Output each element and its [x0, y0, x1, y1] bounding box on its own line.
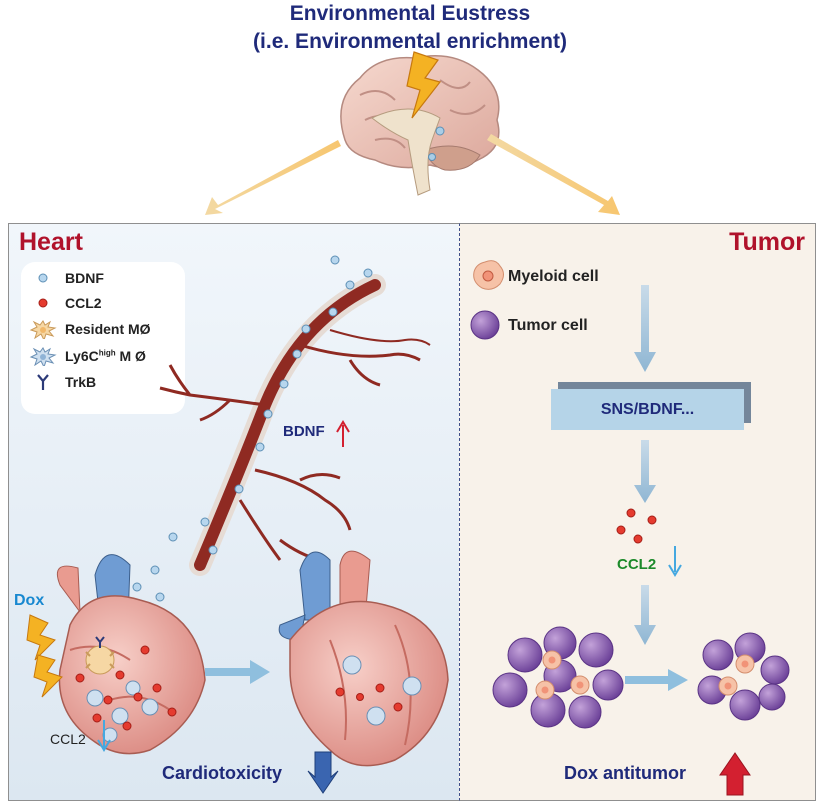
bdnf-particles [100, 255, 373, 618]
tumor-panel-title: Tumor [729, 228, 805, 256]
diagram-title: Environmental Eustress [289, 2, 531, 25]
diagram-subtitle: (i.e. Environmental enrichment) [253, 30, 567, 53]
ly6c-macrophage-icon [29, 347, 57, 366]
bdnf-label: BDNF [283, 423, 325, 440]
legend-item-ccl2: CCL2 [27, 293, 187, 313]
flow-arrow [634, 440, 656, 503]
legend-label: CCL2 [65, 295, 102, 311]
heart-protected [278, 550, 449, 767]
resident-macrophage-icon [29, 320, 57, 339]
cardiotoxicity-down-arrow-icon [307, 751, 339, 794]
ccl2-particles [616, 508, 657, 544]
bdnf-dot-icon [38, 273, 48, 283]
myeloid-cell-icon [473, 260, 504, 290]
legend-label: Ly6Chigh M Ø [65, 348, 146, 364]
arrow-to-tumor [487, 134, 620, 215]
tumor-cluster-small [697, 632, 790, 721]
legend: BDNF CCL2 Resident MØ Ly6Chigh M Ø TrkB [21, 262, 185, 414]
ccl2-tumor-down-arrow-icon [668, 546, 682, 577]
sns-bdnf-pathway-box: SNS/BDNF... [551, 389, 744, 430]
tumor-cell-label: Tumor cell [508, 317, 588, 334]
legend-item-ly6c-macrophage: Ly6Chigh M Ø [27, 346, 187, 366]
trkb-receptor-icon [95, 636, 105, 648]
heart-panel-title: Heart [19, 228, 83, 256]
brain-illustration [205, 51, 620, 215]
legend-item-bdnf: BDNF [27, 268, 187, 288]
heart-dox-treated [56, 554, 206, 755]
legend-item-trkb: TrkB [27, 372, 187, 392]
ccl2-heart-label: CCL2 [50, 731, 86, 747]
heart-transition-arrow [205, 660, 270, 684]
bdnf-up-arrow-icon [336, 420, 350, 447]
legend-item-resident-macrophage: Resident MØ [27, 319, 187, 339]
dox-antitumor-label: Dox antitumor [564, 763, 687, 783]
tumor-cell-icon [470, 310, 500, 340]
ccl2-down-arrow-icon [97, 720, 111, 752]
flow-arrow [634, 585, 656, 645]
cardiotoxicity-label: Cardiotoxicity [162, 763, 283, 783]
legend-label: TrkB [65, 374, 97, 390]
dox-label: Dox [14, 592, 45, 609]
trkb-receptor-icon [37, 374, 49, 390]
ccl2-tumor-label: CCL2 [617, 556, 657, 573]
myeloid-cell-label: Myeloid cell [508, 268, 599, 285]
antitumor-up-arrow-icon [719, 752, 751, 796]
tumor-transition-arrow [625, 669, 688, 691]
legend-label: BDNF [65, 270, 104, 286]
arrow-to-heart [205, 140, 341, 215]
tumor-cluster-large [492, 626, 624, 729]
flow-arrow [634, 285, 656, 372]
dox-lightning-icon [26, 614, 63, 698]
stress-lightning-icon [406, 51, 442, 119]
ccl2-dot-icon [38, 298, 48, 308]
legend-label: Resident MØ [65, 321, 151, 337]
